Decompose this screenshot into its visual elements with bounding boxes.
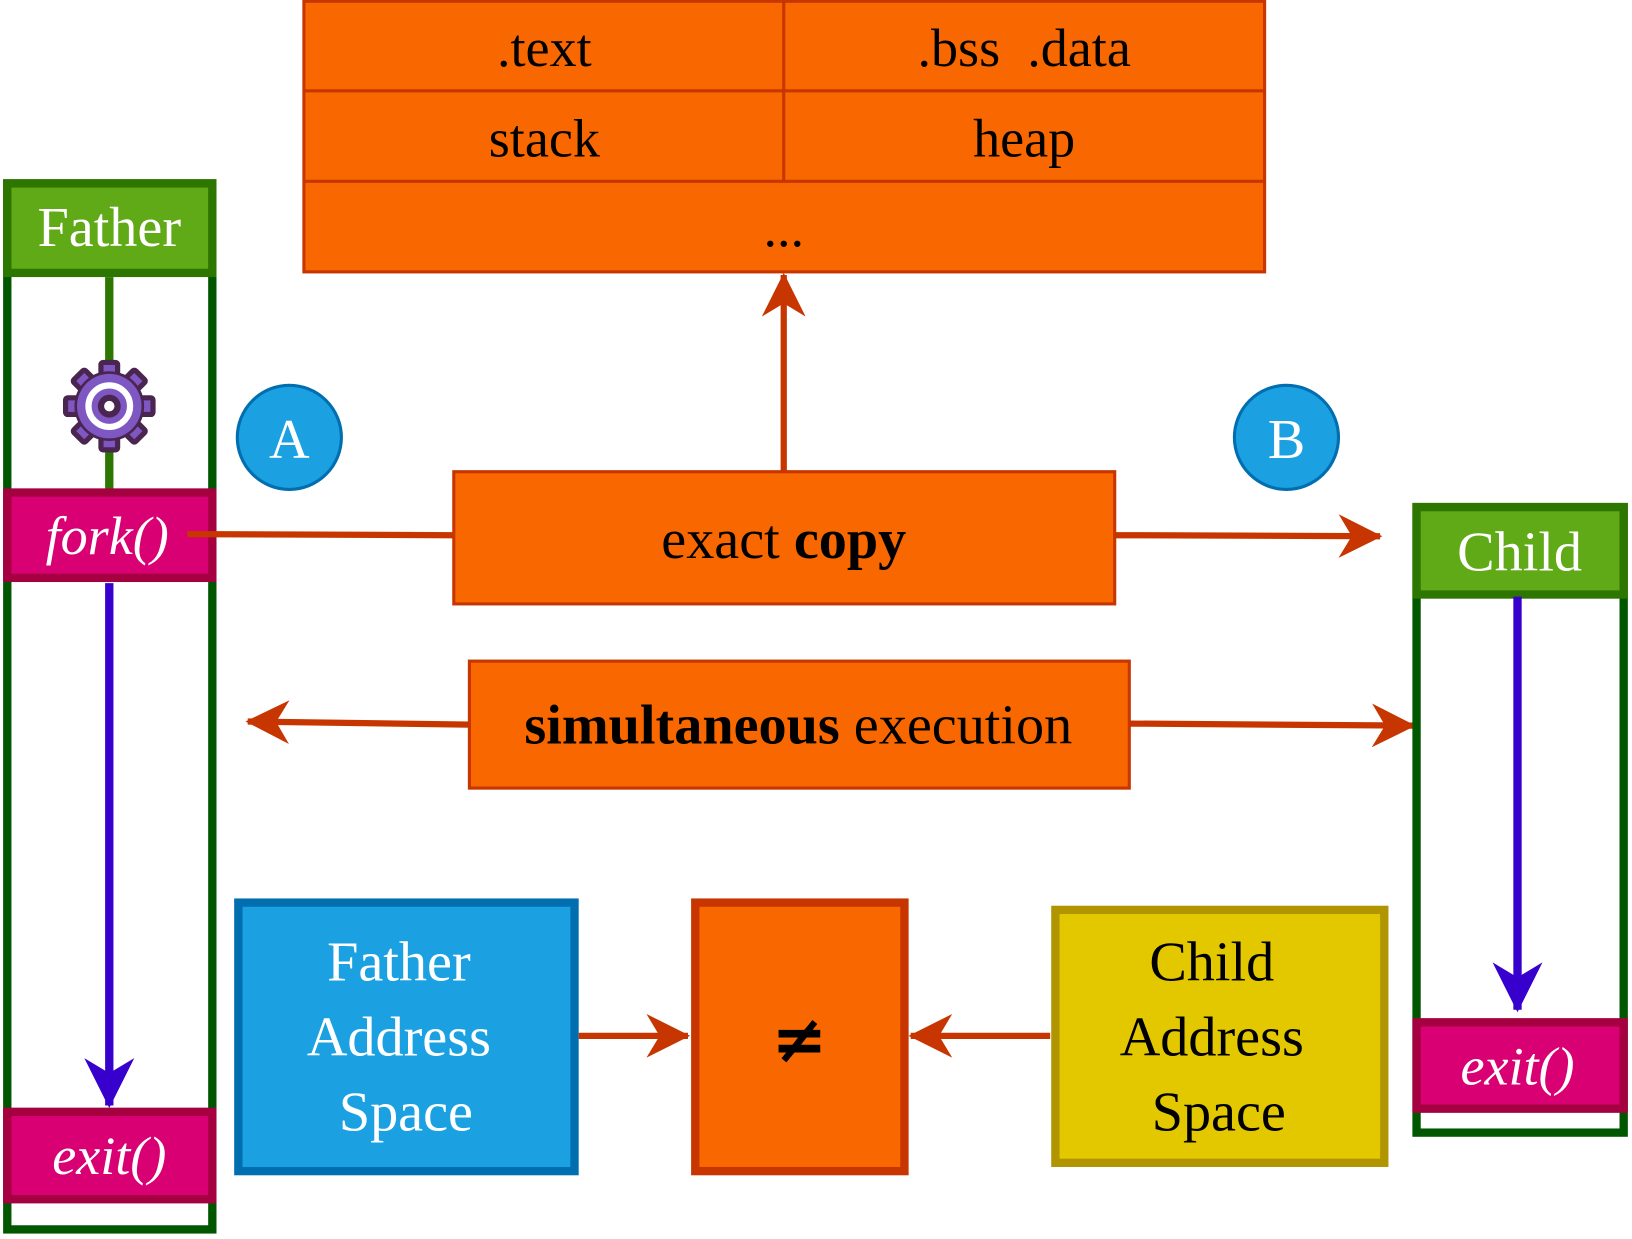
exec-right-arrow (1129, 703, 1416, 748)
child-address-space-box (1051, 905, 1389, 1167)
segment-more: ... (763, 198, 804, 258)
father-exit-label: exit() (52, 1126, 166, 1186)
father-address-space-label: Father Address Space (307, 932, 505, 1144)
child-exit-box (1412, 1018, 1628, 1113)
father-column: Father fork() exit() (3, 179, 217, 1234)
child-column: Child exit() (1412, 502, 1628, 1137)
father-address-space-box (234, 898, 579, 1176)
marker-a: A (235, 383, 343, 491)
not-equal-box (691, 898, 909, 1176)
marker-b: B (1232, 383, 1341, 491)
segment-stack: stack (489, 108, 601, 168)
exec-left-arrow (245, 700, 470, 744)
father-header (3, 179, 217, 278)
copy-to-child-arrow (1114, 514, 1383, 558)
father-title: Father (38, 197, 182, 259)
simultaneous-execution-label: simultaneous execution (524, 694, 1072, 756)
fork-call-label: fork() (46, 506, 169, 566)
marker-a-label: A (269, 409, 310, 471)
simultaneous-execution-box (467, 659, 1131, 790)
gear-icon (62, 359, 156, 453)
father-exit-box (3, 1107, 217, 1204)
exact-copy-box (452, 470, 1117, 606)
child-exit-label: exit() (1460, 1037, 1574, 1097)
segment-text: .text (497, 18, 592, 78)
memory-layout-table: .text .bss .data stack heap ... (302, 0, 1267, 274)
child-address-space-label: Child Address Space (1120, 932, 1318, 1144)
child-header (1412, 502, 1628, 599)
marker-b-label: B (1268, 409, 1305, 471)
not-equal-symbol: ≠ (771, 1000, 827, 1078)
segment-bss-data: .bss .data (917, 18, 1130, 78)
segment-heap: heap (973, 108, 1075, 168)
exact-copy-label: exact copy (661, 509, 906, 571)
fork-call-box (3, 488, 217, 583)
fork-line (187, 531, 455, 539)
child-title: Child (1457, 522, 1582, 584)
